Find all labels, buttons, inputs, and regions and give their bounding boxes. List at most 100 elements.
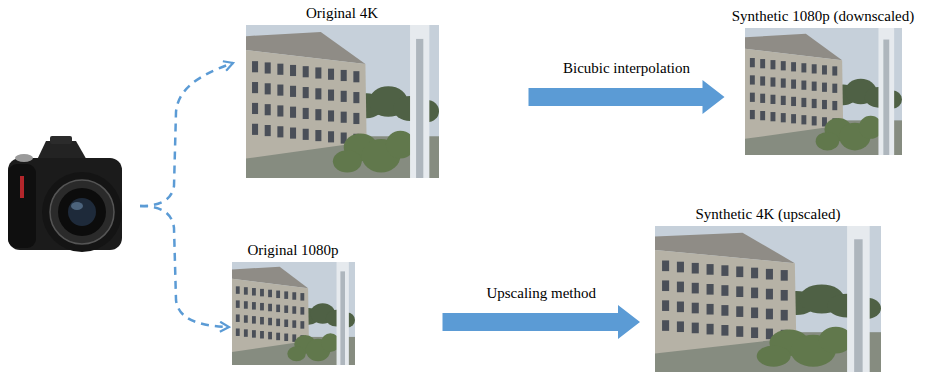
window xyxy=(677,282,684,293)
window xyxy=(284,305,288,312)
window xyxy=(315,109,321,120)
window xyxy=(235,300,239,307)
lens-ring xyxy=(50,180,114,244)
lens-glass xyxy=(68,198,96,226)
process-arrow xyxy=(443,305,641,339)
window xyxy=(340,70,346,81)
window xyxy=(751,307,758,318)
window xyxy=(340,112,346,123)
window xyxy=(235,328,239,335)
window xyxy=(780,113,785,122)
window xyxy=(276,291,280,298)
window xyxy=(751,288,758,299)
window xyxy=(328,69,334,80)
window xyxy=(760,76,765,85)
window xyxy=(801,115,806,124)
window xyxy=(751,327,758,338)
bush xyxy=(757,345,791,366)
window xyxy=(822,83,827,92)
camera-accent xyxy=(20,176,24,198)
window xyxy=(328,90,334,101)
image-title: Synthetic 1080p (downscaled) xyxy=(732,8,914,25)
image-panel: Synthetic 4K (upscaled) xyxy=(655,205,881,372)
arrow-label: Bicubic interpolation xyxy=(561,60,692,77)
window xyxy=(235,286,239,293)
window xyxy=(707,304,714,315)
window xyxy=(268,318,272,325)
window xyxy=(276,333,280,340)
window xyxy=(766,289,773,300)
photo-frame xyxy=(745,28,902,155)
window xyxy=(300,321,304,328)
sky xyxy=(655,226,881,372)
window xyxy=(721,265,728,276)
photo-illustration xyxy=(655,226,881,372)
window xyxy=(770,95,775,104)
balcony-glass xyxy=(883,40,889,155)
window xyxy=(292,320,296,327)
window xyxy=(276,319,280,326)
window xyxy=(707,284,714,295)
shutter-button xyxy=(15,154,33,162)
window xyxy=(252,124,258,135)
window xyxy=(801,63,806,72)
window xyxy=(832,66,837,75)
window xyxy=(328,131,334,142)
image-panel: Original 4K xyxy=(246,4,439,178)
window xyxy=(822,100,827,109)
window xyxy=(760,59,765,68)
lens-outer xyxy=(42,172,122,252)
photo-frame xyxy=(232,262,355,365)
window xyxy=(677,302,684,313)
image-title: Synthetic 4K (upscaled) xyxy=(696,206,841,223)
bush xyxy=(287,346,305,361)
photo-frame xyxy=(655,226,881,372)
window xyxy=(268,304,272,311)
window xyxy=(832,101,837,110)
window xyxy=(760,111,765,120)
window xyxy=(832,84,837,93)
window xyxy=(707,264,714,275)
window xyxy=(302,66,308,77)
window xyxy=(791,97,796,106)
window xyxy=(290,128,296,139)
window xyxy=(353,71,359,82)
photo-illustration xyxy=(232,262,355,365)
window xyxy=(791,79,796,88)
window xyxy=(662,300,669,311)
window xyxy=(277,126,283,137)
balcony-glass xyxy=(340,271,345,365)
window xyxy=(811,116,816,125)
window xyxy=(251,302,255,309)
window xyxy=(284,291,288,298)
dashed-branch-arrow xyxy=(140,206,229,327)
window xyxy=(260,331,264,338)
bush xyxy=(815,132,839,150)
title-row: Original 4K xyxy=(246,4,439,21)
window xyxy=(302,129,308,140)
window xyxy=(736,326,743,337)
window xyxy=(662,280,669,291)
window xyxy=(277,85,283,96)
bush xyxy=(332,150,361,172)
window xyxy=(780,61,785,70)
window xyxy=(811,64,816,73)
title-row: Synthetic 1080p (downscaled) xyxy=(730,7,917,24)
window xyxy=(770,112,775,121)
window xyxy=(268,332,272,339)
photo-frame xyxy=(246,25,439,178)
window xyxy=(276,305,280,312)
window xyxy=(290,107,296,118)
window xyxy=(781,310,788,321)
window xyxy=(781,270,788,281)
image-panel: Original 1080p xyxy=(232,241,355,365)
window xyxy=(260,317,264,324)
window xyxy=(284,319,288,326)
window xyxy=(692,323,699,334)
window xyxy=(766,309,773,320)
window xyxy=(251,288,255,295)
title-row: Synthetic 4K (upscaled) xyxy=(655,205,881,222)
camera-grip xyxy=(8,164,36,248)
